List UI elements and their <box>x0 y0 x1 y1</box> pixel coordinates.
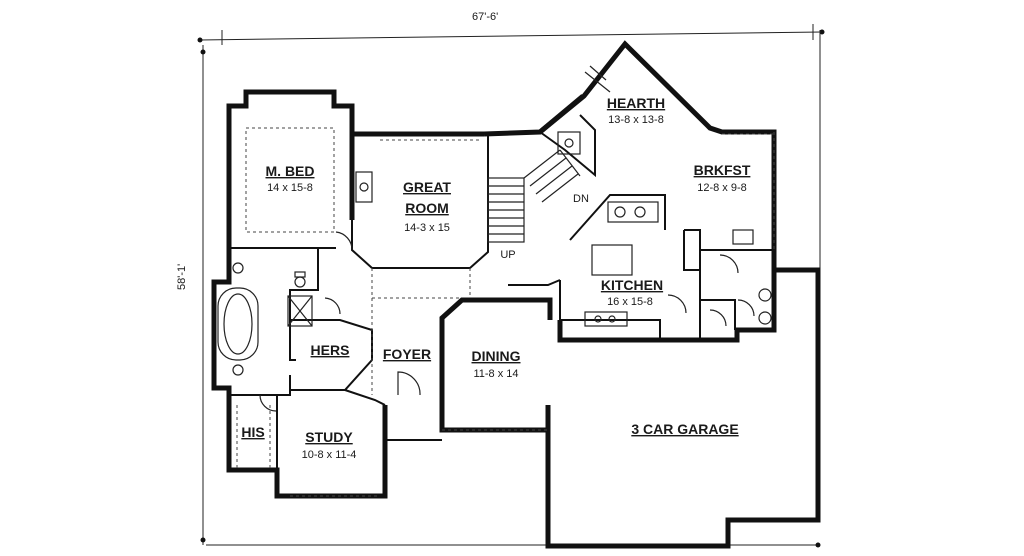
room-name-foyer: FOYER <box>383 346 431 362</box>
room-size-hearth: 13-8 x 13-8 <box>608 114 664 126</box>
room-hearth: HEARTH 13-8 x 13-8 <box>607 95 665 126</box>
room-size-master-bed: 14 x 15-8 <box>267 182 313 194</box>
room-size-great-room: 14-3 x 15 <box>404 222 450 234</box>
depth-dimension-label: 58'-1' <box>176 264 188 290</box>
dashed-lines <box>236 127 775 497</box>
room-name-study: STUDY <box>305 429 353 445</box>
stair-up-label: UP <box>500 249 515 261</box>
room-name-his: HIS <box>241 424 264 440</box>
room-name-dining: DINING <box>472 348 521 364</box>
width-dimension-label: 67'-6' <box>472 11 498 23</box>
room-breakfast: BRKFST 12-8 x 9-8 <box>694 162 751 194</box>
room-size-study: 10-8 x 11-4 <box>302 449 357 461</box>
room-dining: DINING 11-8 x 14 <box>472 348 521 380</box>
room-size-breakfast: 12-8 x 9-8 <box>697 182 747 194</box>
room-size-kitchen: 16 x 15-8 <box>607 296 653 308</box>
interior-walls <box>229 114 774 470</box>
room-name-great-room-line1: GREAT <box>403 179 451 195</box>
fixtures <box>217 65 772 412</box>
room-name-great-room-line2: ROOM <box>405 200 449 216</box>
exterior-walls <box>211 40 821 549</box>
room-name-kitchen: KITCHEN <box>601 277 663 293</box>
room-name-hers: HERS <box>311 342 350 358</box>
room-master-bed: M. BED 14 x 15-8 <box>266 163 315 194</box>
staircase <box>487 65 611 243</box>
room-kitchen: KITCHEN 16 x 15-8 <box>601 277 663 308</box>
room-name-hearth: HEARTH <box>607 95 665 111</box>
room-name-master-bed: M. BED <box>266 163 315 179</box>
room-name-garage: 3 CAR GARAGE <box>631 421 738 437</box>
room-great-room: GREAT ROOM 14-3 x 15 <box>403 179 451 234</box>
stair-down-label: DN <box>573 193 589 205</box>
room-name-breakfast: BRKFST <box>694 162 751 178</box>
room-study: STUDY 10-8 x 11-4 <box>302 429 357 461</box>
room-size-dining: 11-8 x 14 <box>473 368 518 380</box>
